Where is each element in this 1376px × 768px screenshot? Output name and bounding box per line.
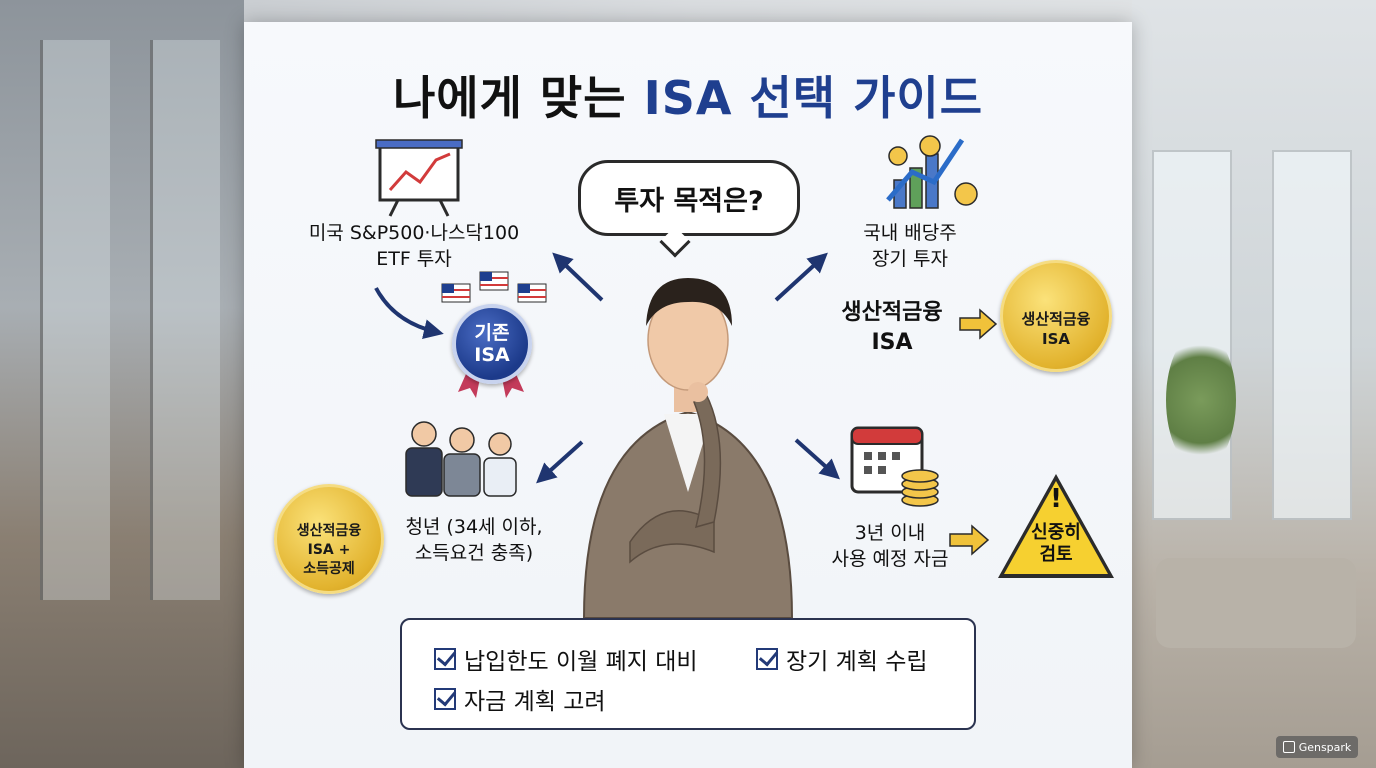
checklist-item-label: 장기 계획 수립 <box>786 649 928 675</box>
sofa <box>1156 558 1356 648</box>
checklist-panel: 납입한도 이월 폐지 대비 장기 계획 수립 자금 계획 고려 <box>400 618 976 730</box>
growth-coins-icon <box>886 135 978 209</box>
genspark-icon <box>1282 741 1295 753</box>
question-bubble: 투자 목적은? <box>578 160 800 236</box>
checklist-item: 자금 계획 고려 <box>434 682 606 716</box>
short-term-line2: 사용 예정 자금 <box>831 548 949 570</box>
dividend-result-line1: 생산적금융 <box>841 300 943 325</box>
background-left <box>0 0 244 768</box>
warning-mark: ! <box>1050 484 1062 514</box>
warning-triangle-fill <box>1004 481 1108 574</box>
basic-isa-badge: 기존 ISA <box>452 304 532 384</box>
arrow-to-gold-badge <box>959 308 998 340</box>
glass-pane <box>40 40 110 600</box>
basic-isa-line2: ISA <box>474 344 510 366</box>
genspark-label: Genspark <box>1298 740 1352 754</box>
dividend-line1: 국내 배당주 <box>863 222 957 244</box>
youth-isa-line3: 소득공제 <box>303 560 355 577</box>
plant <box>1166 330 1236 470</box>
title-accent: ISA 선택 가이드 <box>643 71 984 125</box>
warning-line2: 검토 <box>1039 544 1073 565</box>
dividend-result-label: 생산적금융 ISA <box>822 298 962 358</box>
checkbox-checked-icon <box>756 648 778 670</box>
basic-isa-line1: 기존 <box>474 322 510 344</box>
youth-isa-line1: 생산적금융 <box>296 522 362 539</box>
arrow-to-us-etf <box>552 252 604 302</box>
genspark-watermark: Genspark <box>1276 736 1358 758</box>
warning-line1: 신중히 <box>1031 522 1081 543</box>
guide-board: 나에게 맞는 ISA 선택 가이드 <box>244 22 1132 768</box>
us-etf-label: 미국 S&P500·나스닥100 ETF 투자 <box>284 220 544 272</box>
checklist-item: 납입한도 이월 폐지 대비 <box>434 642 698 676</box>
checkbox-checked-icon <box>434 688 456 710</box>
short-term-label: 3년 이내 사용 예정 자금 <box>820 520 960 572</box>
title-main: 나에게 맞는 <box>392 71 644 125</box>
page-title: 나에게 맞는 ISA 선택 가이드 <box>244 62 1132 128</box>
youth-isa-line2: ISA + <box>307 541 351 558</box>
background-right <box>1132 0 1376 768</box>
short-term-line1: 3년 이내 <box>854 522 926 544</box>
youth-line2: 소득요건 충족) <box>414 542 534 564</box>
productive-isa-line2: ISA <box>1042 330 1070 348</box>
people-group-icon <box>405 421 517 497</box>
arrow-to-basic-isa <box>374 287 444 339</box>
arrow-to-short-term <box>794 438 840 480</box>
window <box>1272 150 1352 520</box>
checklist-item: 장기 계획 수립 <box>756 642 928 676</box>
us-etf-line1: 미국 S&P500·나스닥100 <box>308 222 520 244</box>
dividend-result-line2: ISA <box>871 330 913 355</box>
productive-isa-badge: 생산적금융 ISA <box>1000 260 1112 372</box>
calendar-coins-icon <box>850 426 939 507</box>
warning-text: 신중히 검토 <box>1008 522 1104 566</box>
checkbox-checked-icon <box>434 648 456 670</box>
productive-isa-line1: 생산적금융 <box>1021 310 1091 328</box>
dividend-line2: 장기 투자 <box>872 248 948 270</box>
youth-label: 청년 (34세 이하, 소득요건 충족) <box>374 514 574 566</box>
checklist-item-label: 납입한도 이월 폐지 대비 <box>464 649 698 675</box>
diagram-graphics <box>301 135 1071 619</box>
checklist-item-label: 자금 계획 고려 <box>464 689 606 715</box>
glass-pane <box>150 40 220 600</box>
arrow-to-dividend <box>774 252 828 302</box>
dividend-label: 국내 배당주 장기 투자 <box>830 220 990 272</box>
chart-board-icon <box>375 139 463 217</box>
arrow-to-youth <box>536 440 584 484</box>
person-illustration <box>582 278 794 619</box>
us-etf-line2: ETF 투자 <box>376 248 452 270</box>
youth-line1: 청년 (34세 이하, <box>405 516 543 538</box>
youth-isa-badge: 생산적금융 ISA + 소득공제 <box>274 484 384 594</box>
arrow-to-warning <box>949 524 990 556</box>
